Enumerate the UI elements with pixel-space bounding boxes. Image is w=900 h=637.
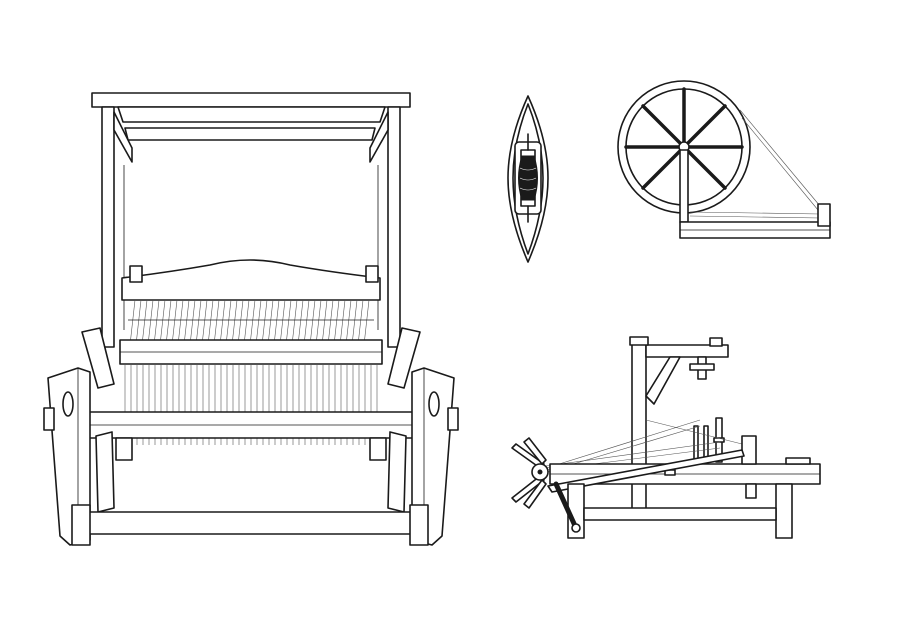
spinning-frame-icon bbox=[511, 336, 821, 539]
loom-right-upright bbox=[387, 327, 421, 389]
loom-upper-rail-2 bbox=[124, 127, 376, 141]
loom-right-post bbox=[387, 106, 401, 348]
weaving-shuttle-icon bbox=[507, 95, 549, 263]
loom-top-beam bbox=[91, 92, 411, 108]
loom-castle bbox=[121, 259, 381, 301]
loom-upper-rail bbox=[117, 106, 386, 123]
loom-bottom-rail bbox=[87, 511, 413, 535]
loom-warp-upper bbox=[129, 299, 370, 346]
loom-right-brace bbox=[369, 111, 389, 163]
loom-left-post bbox=[101, 106, 115, 348]
loom-left-brace bbox=[113, 111, 133, 163]
floor-loom-icon bbox=[43, 92, 459, 546]
loom-warp-lower bbox=[124, 364, 378, 445]
spinning-wheel-icon bbox=[617, 80, 831, 239]
loom-left-upright bbox=[81, 327, 115, 389]
